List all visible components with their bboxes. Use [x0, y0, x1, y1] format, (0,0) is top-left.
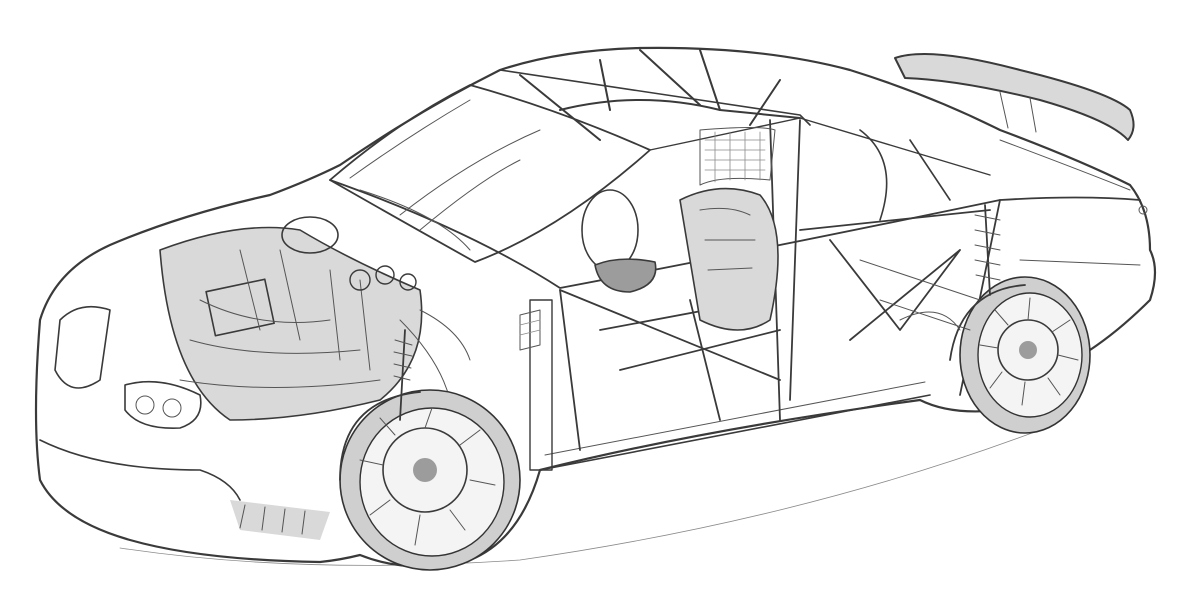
roll-cage	[519, 49, 1001, 421]
fender-decal	[519, 309, 541, 351]
steering-and-mirror	[581, 189, 657, 293]
rear-wheel	[949, 276, 1091, 434]
front-fascia	[39, 305, 330, 540]
front-wheel	[339, 389, 521, 571]
rear-wing	[894, 53, 1135, 141]
front-suspension	[393, 299, 553, 471]
windshield-roof	[329, 69, 991, 263]
rear-suspension	[859, 204, 1001, 331]
racing-seat	[679, 187, 779, 331]
rear-deck	[999, 139, 1148, 266]
ground-line	[119, 429, 1041, 566]
engine-bay	[159, 216, 471, 421]
